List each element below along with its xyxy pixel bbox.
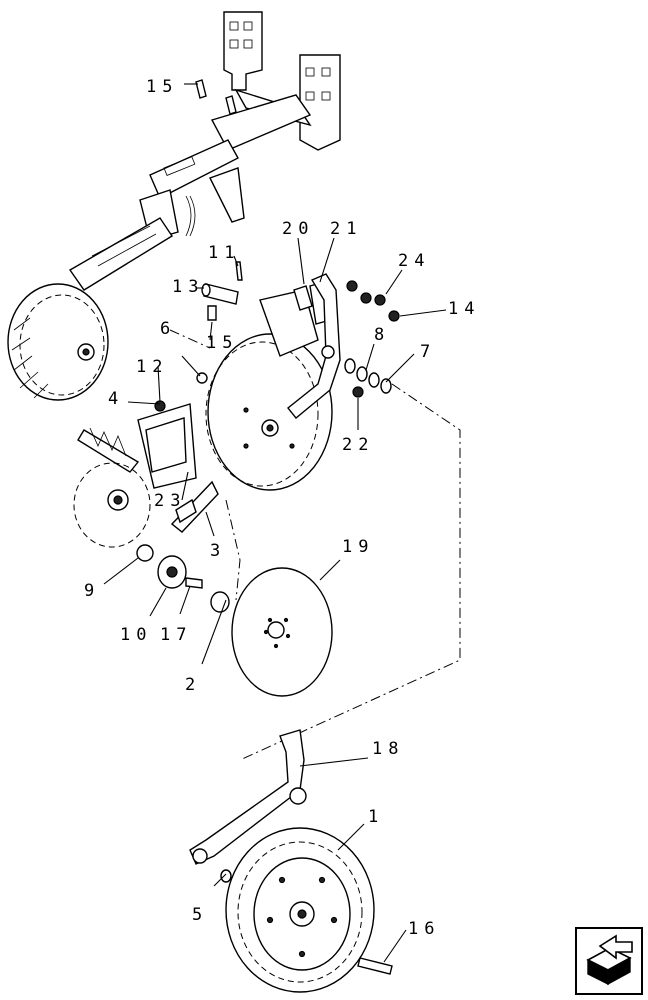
callout-10: 10 <box>120 625 152 645</box>
callout-1: 1 <box>368 807 384 827</box>
callout-14: 14 <box>448 299 480 319</box>
callout-24: 24 <box>398 251 430 271</box>
callout-22: 22 <box>342 435 374 455</box>
callout-8: 8 <box>374 325 390 345</box>
callout-5: 5 <box>192 905 208 925</box>
callout-labels: 1 2 3 4 5 6 7 8 9 10 11 12 13 14 15 15 1… <box>84 77 480 939</box>
callout-15b: 15 <box>206 333 238 353</box>
callout-11: 11 <box>208 243 240 263</box>
callout-20: 20 <box>282 219 314 239</box>
callout-19: 19 <box>342 537 374 557</box>
return-arrow-icon[interactable] <box>575 927 643 995</box>
callout-17: 17 <box>160 625 192 645</box>
hardware-stack <box>344 280 400 398</box>
assembly-guides <box>169 329 461 761</box>
callout-18: 18 <box>372 739 404 759</box>
callout-4: 4 <box>108 389 124 409</box>
callout-6: 6 <box>160 319 176 339</box>
callout-23: 23 <box>154 491 186 511</box>
disc-hub-parts <box>136 544 230 613</box>
callout-16: 16 <box>408 919 440 939</box>
callout-3: 3 <box>210 541 226 561</box>
toolbar-frame <box>68 11 341 291</box>
callout-12: 12 <box>136 357 168 377</box>
callout-15a: 15 <box>146 77 178 97</box>
row-unit-assembly <box>73 403 197 548</box>
callout-9: 9 <box>84 581 100 601</box>
disc-blade <box>231 567 333 697</box>
opener-disc-assembly <box>205 273 341 491</box>
callout-13: 13 <box>172 277 204 297</box>
small-parts <box>154 79 243 533</box>
leader-lines <box>103 83 447 963</box>
gauge-wheel-main <box>220 827 393 993</box>
callout-21: 21 <box>330 219 362 239</box>
callout-7: 7 <box>420 342 436 362</box>
gauge-wheel-arm <box>189 729 307 865</box>
gauge-wheel-left <box>7 283 109 401</box>
callout-2: 2 <box>185 675 201 695</box>
